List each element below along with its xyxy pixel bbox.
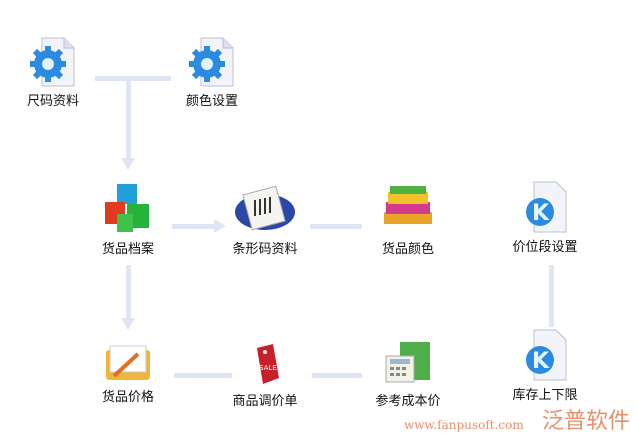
node-price-adjustment[interactable]: SALE 商品调价单 — [210, 338, 320, 410]
connector — [310, 224, 362, 229]
arrow-right — [214, 219, 226, 233]
node-label: 价位段设置 — [512, 240, 578, 255]
node-goods-color[interactable]: 货品颜色 — [353, 182, 463, 258]
node-goods-price[interactable]: 货品价格 — [73, 340, 183, 406]
node-label: 尺码资料 — [26, 94, 79, 109]
cubes-icon — [105, 184, 149, 232]
k-gear-document-icon: K — [526, 181, 567, 233]
node-color-settings[interactable]: 颜色设置 — [157, 36, 267, 110]
calculator-folder-icon — [385, 342, 430, 383]
node-label: 库存上下限 — [512, 388, 578, 403]
arrow-down — [121, 318, 135, 330]
node-label: 参考成本价 — [375, 394, 441, 409]
node-price-range-settings[interactable]: K 价位段设置 — [490, 180, 600, 256]
node-stock-limits[interactable]: K 库存上下限 — [490, 328, 600, 404]
arrow-down — [121, 158, 135, 170]
connector — [312, 373, 362, 378]
folder-pencil-icon — [106, 345, 150, 380]
node-reference-cost[interactable]: 参考成本价 — [353, 338, 463, 410]
watermark-brand: 泛普软件 — [542, 409, 631, 434]
connector — [126, 78, 131, 160]
svg-text:SALE: SALE — [259, 364, 277, 372]
node-goods-archive[interactable]: 货品档案 — [73, 182, 183, 258]
k-gear-document-icon: K — [526, 329, 567, 381]
node-size-data[interactable]: 尺码资料 — [0, 36, 108, 110]
node-label: 货品档案 — [101, 242, 154, 257]
connector — [174, 373, 232, 378]
gear-document-icon — [189, 37, 234, 87]
gear-document-icon — [30, 37, 75, 87]
color-books-icon — [384, 186, 432, 224]
connector — [172, 224, 216, 229]
node-label: 货品价格 — [101, 390, 154, 405]
node-barcode-data[interactable]: 条形码资料 — [210, 182, 320, 258]
connector — [549, 265, 554, 327]
node-label: 货品颜色 — [381, 242, 434, 257]
connector — [126, 265, 131, 320]
node-label: 商品调价单 — [232, 394, 298, 409]
connector — [95, 76, 171, 81]
svg-text:K: K — [532, 349, 550, 374]
watermark-url: www.fanpusoft.com — [404, 418, 524, 432]
svg-text:K: K — [532, 201, 550, 226]
sale-tag-icon: SALE — [257, 344, 279, 384]
node-label: 条形码资料 — [232, 242, 298, 257]
barcode-icon — [235, 185, 295, 231]
node-label: 颜色设置 — [185, 94, 238, 109]
